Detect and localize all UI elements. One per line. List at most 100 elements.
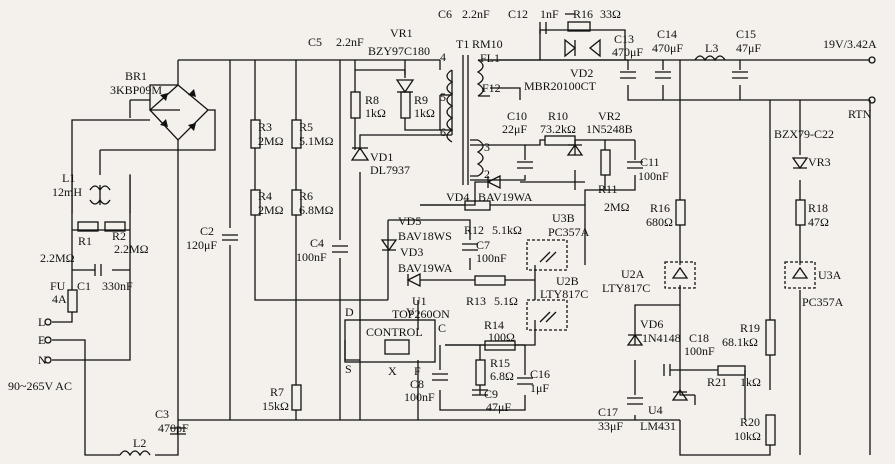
label-c1-ref: C1 [77, 279, 91, 293]
label-c16-value: 1μF [530, 381, 549, 395]
label-l2-ref: L2 [133, 436, 146, 450]
label-c2-value: 120μF [186, 238, 217, 252]
label-c2-ref: C2 [200, 224, 214, 238]
diode-symbols [350, 13, 809, 401]
label-vd3-value: BAV19WA [398, 261, 453, 275]
pin-s: S [345, 362, 352, 376]
terminal-l: L [38, 315, 45, 329]
label-u2b-ref: U2B [556, 274, 579, 288]
label-c6-value: 2.2nF [462, 7, 490, 21]
label-vr2-value: 1N5248B [586, 122, 633, 136]
label-f12: F12 [482, 81, 501, 95]
return-label: RTN [848, 107, 872, 121]
label-r14-ref: R14 [484, 318, 504, 332]
label-u3b-value: PC357A [548, 225, 590, 239]
label-r10-value: 73.2kΩ [540, 122, 576, 136]
label-l1-value: 12mH [52, 185, 82, 199]
pin-2: 2 [484, 167, 490, 181]
label-r20-value: 10kΩ [734, 429, 761, 443]
label-u1-value: TOP260ON [392, 307, 450, 321]
label-vd4-ref: VD4 [446, 190, 469, 204]
label-u4-value: LM431 [640, 419, 676, 433]
label-c15-value: 47μF [736, 41, 761, 55]
label-r19-ref: R19 [740, 321, 760, 335]
label-vr2-ref: VR2 [598, 109, 621, 123]
label-c8-value: 100nF [404, 390, 435, 404]
label-u2b-value: LTY817C [540, 287, 588, 301]
ic-control-label: CONTROL [366, 325, 423, 339]
label-c18-ref: C18 [689, 331, 709, 345]
input-voltage-label: 90~265V AC [8, 379, 72, 393]
label-u3a-value: PC357A [802, 295, 844, 309]
label-r16top-value: 33Ω [600, 7, 621, 21]
label-c11-value: 100nF [638, 169, 669, 183]
label-br1-value: 3KBP09M [110, 83, 162, 97]
capacitor-symbols [94, 22, 748, 435]
label-r15-value: 6.8Ω [490, 369, 514, 383]
pin-v: V [406, 305, 415, 319]
label-r8-value: 1kΩ [365, 106, 386, 120]
label-r6-ref: R6 [299, 189, 313, 203]
label-c14-value: 470μF [652, 41, 683, 55]
pin-d: D [345, 305, 354, 319]
label-c4-ref: C4 [310, 236, 324, 250]
label-c16-ref: C16 [530, 367, 550, 381]
label-r20-ref: R20 [740, 415, 760, 429]
pin-x: X [388, 364, 397, 378]
label-vr3-ref: VR3 [808, 155, 831, 169]
label-l3-ref: L3 [705, 41, 718, 55]
pin-4: 4 [440, 50, 446, 64]
label-r21-ref: R21 [707, 375, 727, 389]
label-r3-value: 2MΩ [258, 134, 284, 148]
label-r9-ref: R9 [414, 93, 428, 107]
label-c7-ref: C7 [476, 238, 490, 252]
label-c18-value: 100nF [684, 344, 715, 358]
label-t1-value: RM10 [472, 37, 503, 51]
label-c9-ref: C9 [484, 387, 498, 401]
label-vd5-value: BAV18WS [398, 229, 452, 243]
label-u4-ref: U4 [648, 403, 663, 417]
label-r16-ref: R16 [650, 201, 670, 215]
inductor-symbols [119, 55, 726, 457]
label-r5-value: 5.1MΩ [299, 134, 334, 148]
label-u1-ref: U1 [412, 294, 427, 308]
label-vd3-ref: VD3 [400, 245, 423, 259]
label-c12-value: 1nF [540, 7, 559, 21]
label-u3b-ref: U3B [552, 211, 575, 225]
terminal-n: N [38, 353, 47, 367]
label-br1-ref: BR1 [125, 69, 147, 83]
label-r11-ref: R11 [598, 182, 618, 196]
label-fu-ref: FU [50, 279, 66, 293]
label-r16top-ref: R16 [573, 7, 593, 21]
label-vd4-value: BAV19WA [478, 190, 533, 204]
label-vr1-ref: VR1 [390, 26, 413, 40]
label-c1-value: 330nF [102, 279, 133, 293]
label-vr3-value: BZX79-C22 [774, 127, 834, 141]
label-c3-ref: C3 [155, 407, 169, 421]
label-c14-ref: C14 [657, 27, 677, 41]
label-r19-value: 68.1kΩ [722, 335, 758, 349]
label-vd1-ref: VD1 [370, 150, 393, 164]
label-c10-ref: C10 [507, 109, 527, 123]
label-r1-value: 2.2MΩ [40, 251, 75, 265]
pin-3: 3 [484, 140, 490, 154]
label-r2-value: 2.2MΩ [114, 242, 149, 256]
label-fu-value: 4A [52, 292, 67, 306]
label-r4-ref: R4 [258, 189, 272, 203]
label-c3-value: 470pF [158, 421, 189, 435]
label-r5-ref: R5 [299, 120, 313, 134]
terminal-e: E [38, 333, 45, 347]
label-r8-ref: R8 [365, 93, 379, 107]
label-c7-value: 100nF [476, 251, 507, 265]
top260-ic-symbol [344, 319, 436, 363]
component-labels: BR1 3KBP09M L1 12mH R1 R2 2.2MΩ 2.2MΩ C1… [8, 7, 877, 450]
label-c8-ref: C8 [410, 377, 424, 391]
choke-l1-symbol [71, 174, 131, 213]
label-vr1-value: BZY97C180 [368, 44, 430, 58]
label-r13-value: 5.1Ω [494, 294, 518, 308]
label-vd2-value: MBR20100CT [524, 79, 597, 93]
wires [52, 29, 871, 456]
resistor-symbols [67, 21, 806, 446]
label-c17-ref: C17 [598, 405, 618, 419]
